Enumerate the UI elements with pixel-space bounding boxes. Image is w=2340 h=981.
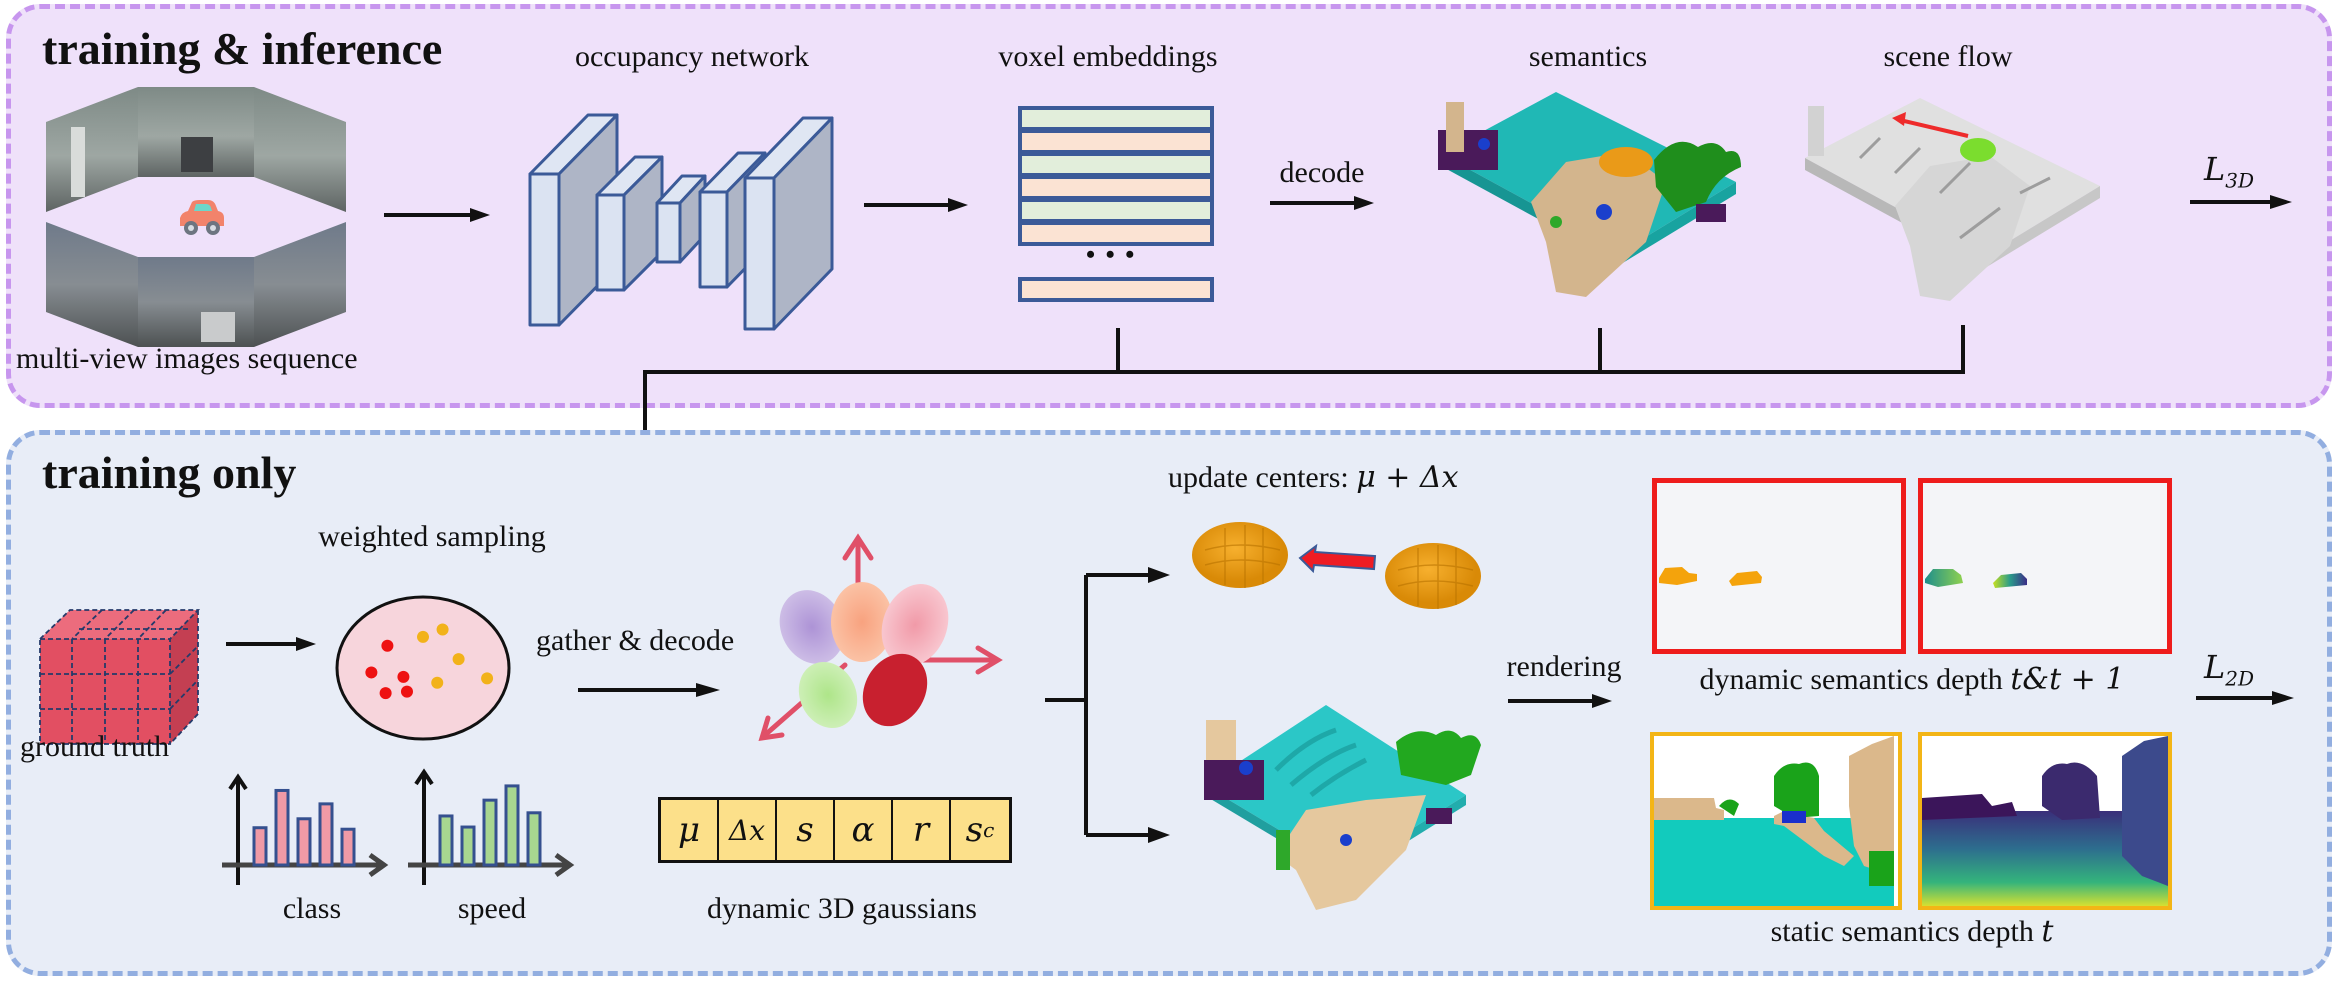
multi-view-images — [46, 87, 346, 347]
static-depth-render — [1918, 732, 2172, 910]
encoder-block-2 — [595, 155, 664, 292]
param-scale: s — [777, 800, 835, 860]
semantics-voxel-scene — [1438, 92, 1741, 297]
sample-point-red — [397, 670, 410, 683]
camera-view-front — [138, 87, 254, 177]
panel-title-training-inference: training & inference — [42, 23, 443, 74]
occupancy-network-label: occupancy network — [574, 40, 810, 73]
class-histogram — [222, 773, 389, 885]
weighted-sampling-ellipse — [335, 595, 511, 741]
flow-arrow — [1899, 118, 1969, 138]
histogram-bar — [252, 826, 268, 867]
update-centers-label: update centers: μ + Δx — [1168, 460, 1459, 495]
voxel-embeddings-stack — [1018, 106, 1214, 302]
ground-truth-voxel-cube — [39, 609, 201, 745]
arrow-network-to-embeddings — [864, 198, 968, 212]
center-shift-arrow — [1298, 543, 1377, 574]
semantics-label: semantics — [1528, 40, 1648, 73]
gaussian-orange — [831, 582, 893, 662]
gaussian-green — [798, 661, 858, 729]
histogram-bar — [438, 814, 454, 867]
voxel-embeddings-label: voxel embeddings — [998, 40, 1218, 73]
decode-label: decode — [1279, 156, 1365, 189]
arrow-rendering — [1508, 694, 1612, 708]
gaussian-purple — [779, 590, 845, 664]
speed-histogram — [408, 768, 575, 885]
sample-point-yellow — [417, 630, 429, 643]
dynamic-caption: dynamic semantics depth t&t + 1 — [1699, 662, 2125, 697]
histogram-bar — [296, 817, 312, 867]
car-blob-updated — [1192, 522, 1288, 588]
sample-point-red — [381, 639, 394, 652]
class-label: class — [282, 892, 342, 925]
sample-point-red — [400, 685, 413, 698]
loss-3d-label: L3D — [2204, 150, 2255, 193]
camera-view-back-left — [46, 222, 138, 347]
embedding-row — [1018, 277, 1214, 302]
arrow-loss-2d — [2196, 691, 2294, 705]
camera-view-back — [138, 257, 254, 347]
sample-point-yellow — [481, 672, 494, 685]
occupancy-network-diagram — [528, 113, 834, 331]
branch-connector — [1045, 567, 1170, 843]
scene-flow-label: scene flow — [1883, 40, 2013, 73]
gaussian-voxel-scene — [1204, 705, 1481, 910]
histogram-bar — [526, 811, 542, 867]
scene-flow-voxel-scene — [1805, 98, 2100, 301]
arrow-images-to-network — [384, 208, 490, 222]
dynamic-depth-render — [1918, 478, 2172, 654]
sample-point-yellow — [431, 676, 444, 689]
weighted-sampling-label: weighted sampling — [318, 520, 546, 553]
histogram-bar — [274, 788, 290, 867]
gaussian-ellipsoids — [758, 533, 1003, 742]
gather-decode-label: gather & decode — [536, 624, 735, 657]
histogram-bar — [318, 802, 334, 867]
camera-view-front-right — [254, 87, 346, 212]
histogram-bar — [482, 798, 498, 867]
car-icon — [180, 200, 224, 235]
param-mu: μ — [661, 800, 719, 860]
panel-title-training-only: training only — [42, 447, 297, 498]
embedding-row — [1018, 221, 1214, 246]
sample-point-red — [365, 666, 378, 679]
multi-view-label: multi-view images sequence — [16, 342, 358, 375]
bottleneck-block — [655, 174, 707, 264]
rendering-label: rendering — [1506, 650, 1622, 683]
static-caption: static semantics depth t — [1770, 914, 2054, 949]
sample-point-red — [379, 687, 392, 700]
gaussian-pink — [881, 584, 949, 666]
static-semantics-render — [1650, 732, 1902, 910]
dynamic-gaussians-label: dynamic 3D gaussians — [707, 892, 977, 925]
decoder-block-2 — [743, 116, 834, 331]
param-alpha: α — [835, 800, 893, 860]
ellipsis: • • • — [1086, 240, 1137, 269]
histogram-bar — [460, 825, 476, 867]
camera-view-front-left — [46, 87, 138, 212]
arrow-gt-to-sampling — [226, 637, 316, 651]
arrow-decode — [1270, 196, 1374, 210]
x-axis-arrowhead — [368, 852, 389, 878]
histogram-bar — [504, 784, 520, 867]
sample-point-yellow — [436, 623, 449, 636]
loss-2d-label: L2D — [2204, 648, 2255, 691]
y-axis-arrowhead — [228, 773, 248, 791]
x-axis-arrowhead — [554, 852, 575, 878]
arrow-gather-decode — [578, 683, 720, 697]
sample-point-yellow — [452, 653, 465, 666]
param-rotation: r — [893, 800, 951, 860]
dynamic-semantics-render — [1652, 478, 1906, 654]
y-axis-arrowhead — [414, 768, 434, 786]
histogram-bar — [340, 827, 356, 867]
ground-truth-label: ground truth — [20, 730, 170, 763]
param-delta-x: Δx — [719, 800, 777, 860]
update-centers-illustration — [1192, 522, 1481, 609]
camera-view-back-right — [254, 222, 346, 347]
gaussian-red — [862, 653, 928, 727]
speed-label: speed — [457, 892, 527, 925]
car-blob-original — [1385, 543, 1481, 609]
arrow-loss-3d — [2190, 195, 2292, 209]
